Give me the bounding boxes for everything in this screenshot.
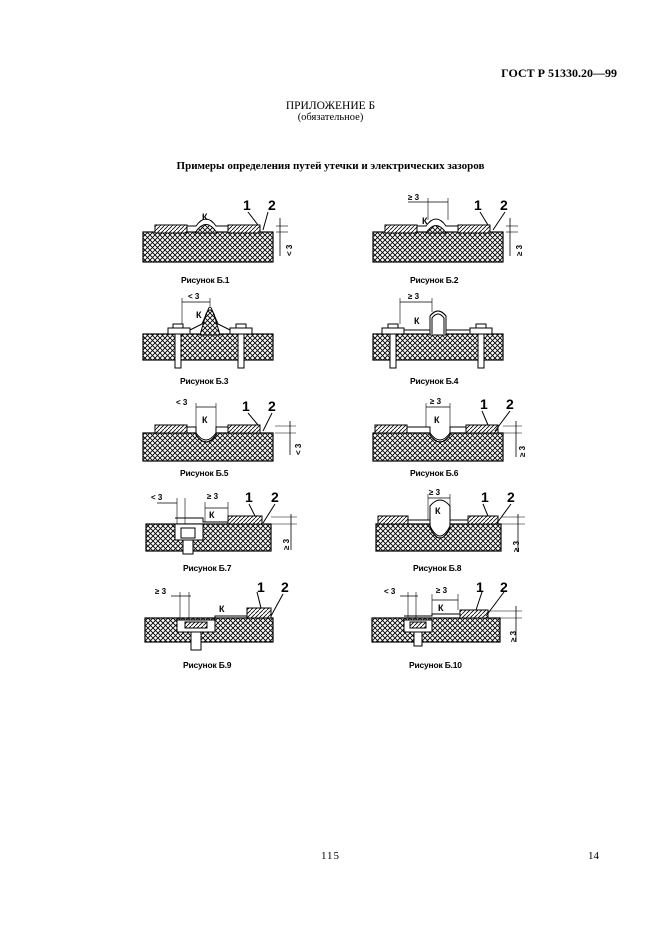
figure-b2-label-1: 1 <box>474 197 482 213</box>
appendix-title: ПРИЛОЖЕНИЕ Б <box>285 100 376 112</box>
figure-b5: < 3 К 1 2 < 3 <box>142 398 303 462</box>
figure-b7: < 3 ≥ 3 К 1 2 ≥ 3 <box>145 489 297 555</box>
figure-b3-caption: Рисунок Б.3 <box>180 376 229 386</box>
figure-b6-label-2: 2 <box>506 396 514 412</box>
figure-b3-k-label: К <box>196 310 202 320</box>
figure-b9-k-label: К <box>219 604 225 614</box>
figure-b8-label-2: 2 <box>507 489 515 505</box>
figure-b10-dim-mid: ≥ 3 <box>436 586 448 595</box>
figure-b7-dim-mid: ≥ 3 <box>207 492 219 501</box>
page-number-right: 14 <box>588 850 599 862</box>
figure-b10-caption: Рисунок Б.10 <box>409 660 462 670</box>
figure-b3-dim: < 3 <box>188 292 200 301</box>
figure-b7-k-label: К <box>209 510 215 520</box>
appendix-subtitle: (обязательное) <box>297 112 364 123</box>
figure-b4-caption: Рисунок Б.4 <box>410 376 459 386</box>
figure-b5-label-2: 2 <box>268 398 276 414</box>
figure-b9: ≥ 3 К 1 2 <box>144 579 289 651</box>
figure-b6-dim-top: ≥ 3 <box>430 397 442 406</box>
figure-b10-label-1: 1 <box>476 579 484 595</box>
figure-b9-label-1: 1 <box>257 579 265 595</box>
figure-b8-label-1: 1 <box>481 489 489 505</box>
figure-b1: К 1 2 < 3 <box>142 197 294 263</box>
figure-b2-caption: Рисунок Б.2 <box>410 275 459 285</box>
figure-b8: ≥ 3 К 1 2 ≥ 3 <box>375 488 525 552</box>
figure-b1-caption: Рисунок Б.1 <box>181 275 230 285</box>
figure-b2-dim-top: ≥ 3 <box>408 193 420 202</box>
figure-b7-dim-left: < 3 <box>151 493 163 502</box>
figure-b10-dim-left: < 3 <box>384 587 396 596</box>
figure-b10: < 3 ≥ 3 К 1 2 ≥ 3 <box>371 579 522 647</box>
figure-b5-dim-right: < 3 <box>294 443 303 455</box>
figure-b8-dim-right: ≥ 3 <box>512 540 521 552</box>
figure-b2-label-2: 2 <box>500 197 508 213</box>
figure-b8-caption: Рисунок Б.8 <box>413 563 462 573</box>
figure-b4-dim: ≥ 3 <box>408 292 420 301</box>
figure-b7-label-1: 1 <box>245 489 253 505</box>
figure-b1-k-label: К <box>202 212 208 222</box>
figure-b5-caption: Рисунок Б.5 <box>180 468 229 478</box>
figure-b2-k-label: К <box>422 216 428 226</box>
figure-b10-dim-right: ≥ 3 <box>509 630 518 642</box>
figure-b10-label-2: 2 <box>500 579 508 595</box>
figure-b10-k-label: К <box>438 603 444 613</box>
figure-b9-caption: Рисунок Б.9 <box>183 660 232 670</box>
figure-b7-caption: Рисунок Б.7 <box>183 563 232 573</box>
figure-b6: ≥ 3 К 1 2 ≥ 3 <box>372 396 527 462</box>
figure-b8-k-label: К <box>435 506 441 516</box>
section-title: Примеры определения путей утечки и элект… <box>176 160 485 172</box>
figure-b1-label-1: 1 <box>243 197 251 213</box>
figure-b1-label-2: 2 <box>268 197 276 213</box>
figure-b2-dim-right: ≥ 3 <box>515 244 524 256</box>
figure-b5-k-label: К <box>202 415 208 425</box>
figure-b8-dim-top: ≥ 3 <box>429 488 441 497</box>
figure-b6-label-1: 1 <box>480 396 488 412</box>
figure-b6-dim-right: ≥ 3 <box>518 445 527 457</box>
figure-b5-label-1: 1 <box>242 398 250 414</box>
page-number-center: 115 <box>320 850 341 862</box>
figure-b2: ≥ 3 К 1 2 ≥ 3 <box>372 193 524 263</box>
standard-header: ГОСТ Р 51330.20—99 <box>501 66 617 80</box>
figure-b5-dim-top: < 3 <box>176 398 188 407</box>
figure-b4: ≥ 3 К <box>372 292 504 369</box>
figure-b7-dim-right: ≥ 3 <box>282 538 291 550</box>
figure-b3: < 3 К <box>142 292 274 369</box>
figure-b7-label-2: 2 <box>271 489 279 505</box>
figure-b1-dim: < 3 <box>285 244 294 256</box>
figure-b9-dim: ≥ 3 <box>155 587 167 596</box>
figure-b6-k-label: К <box>434 415 440 425</box>
figure-b6-caption: Рисунок Б.6 <box>410 468 459 478</box>
figure-b4-k-label: К <box>414 316 420 326</box>
figure-b9-label-2: 2 <box>281 579 289 595</box>
